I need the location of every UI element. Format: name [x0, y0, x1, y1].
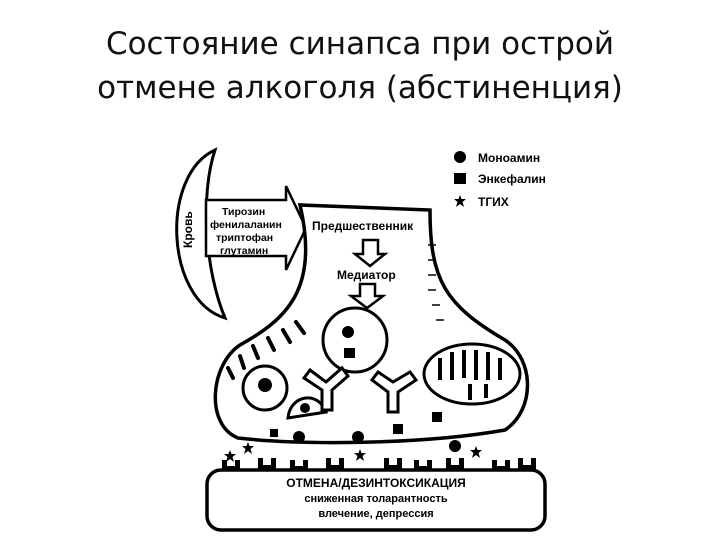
release-sites: [301, 365, 419, 414]
amino-acid-1: Тирозин: [222, 206, 265, 218]
bottom-label-3: влечение, депрессия: [318, 508, 433, 520]
mediator-label: Медиатор: [337, 268, 396, 282]
legend-label-monoamine: Моноамин: [478, 151, 540, 165]
legend-label-enkephalin: Энкефалин: [478, 172, 546, 186]
cleft-particles: [224, 412, 482, 462]
membrane-receptors-left: [226, 320, 306, 380]
arrow-down-icon-2: [347, 282, 387, 310]
amino-acid-2: фенилаланин: [210, 219, 282, 231]
bottom-label-2: сниженная толарантность: [304, 493, 448, 505]
arrow-down-icon: [351, 238, 389, 268]
synaptic-vesicles: [241, 306, 389, 420]
bottom-label-1: ОТМЕНА/ДЕЗИНТОКСИКАЦИЯ: [286, 476, 466, 490]
precursor-label: Предшественник: [312, 219, 414, 233]
monoamine-legend-icon: [454, 151, 466, 163]
amino-acid-3: триптофан: [216, 232, 273, 244]
membrane-charges: [428, 244, 444, 321]
amino-acid-arrow: Тирозин фенилаланин триптофан глутамин: [204, 185, 308, 271]
title-line-1: Состояние синапса при острой: [105, 26, 615, 62]
slide-title: Состояние синапса при острой отмене алко…: [0, 22, 720, 110]
tgih-legend-icon: [454, 195, 466, 207]
legend: Моноамин Энкефалин ТГИХ: [454, 151, 546, 209]
title-line-2: отмене алкоголя (абстиненция): [97, 70, 623, 106]
legend-label-tgih: ТГИХ: [478, 195, 509, 209]
amino-acid-4: глутамин: [220, 245, 268, 257]
mitochondrion: [422, 342, 522, 406]
postsynaptic-membrane: ОТМЕНА/ДЕЗИНТОКСИКАЦИЯ сниженная толаран…: [205, 468, 547, 532]
blood-label: Кровь: [181, 211, 195, 248]
postsynaptic-receptors: [222, 458, 536, 470]
enkephalin-legend-icon: [454, 173, 466, 184]
